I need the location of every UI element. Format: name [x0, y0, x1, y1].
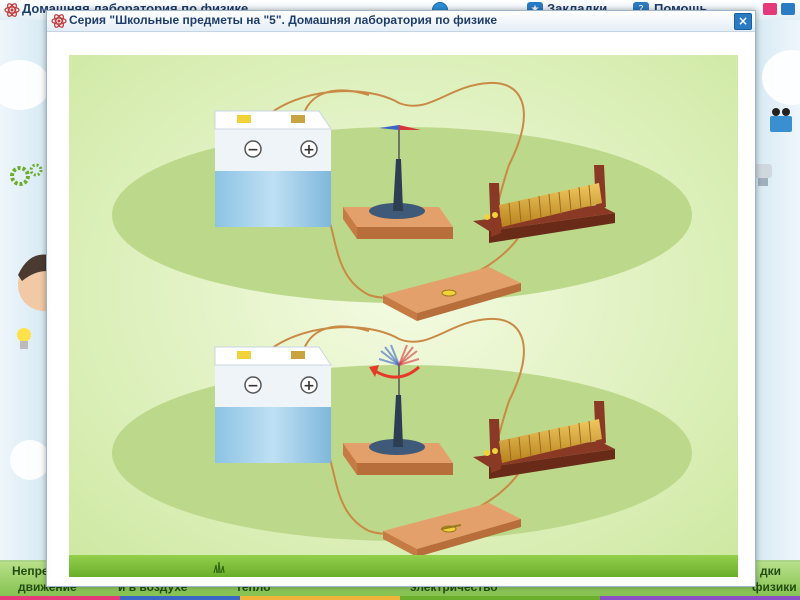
scene-open-circuit: − +: [112, 81, 692, 321]
battery: − +: [214, 346, 332, 463]
scene-closed-circuit: − +: [112, 317, 692, 557]
switch-closed: [383, 503, 521, 557]
color-stripe: [400, 596, 600, 600]
tab-motion-line1[interactable]: Непре: [12, 564, 49, 578]
cloud-decoration: [762, 50, 800, 105]
rheostat: [473, 165, 615, 243]
compass-needle-deflecting: [369, 344, 421, 379]
tab-physics[interactable]: физики: [752, 580, 797, 594]
compass-stand: [343, 125, 453, 239]
background-close-button[interactable]: [781, 3, 795, 15]
lab-dialog: Серия "Школьные предметы на "5". Домашня…: [46, 10, 756, 587]
rotation-arrow: [374, 365, 421, 379]
color-stripe: [120, 596, 240, 600]
dialog-bottom-bar: [69, 555, 738, 577]
dialog-title-bar: Серия "Школьные предметы на "5". Домашня…: [47, 11, 755, 32]
battery-minus-label: −: [247, 378, 259, 394]
cloud-decoration: [0, 60, 50, 110]
atom-icon: [4, 3, 20, 17]
dialog-close-button[interactable]: ×: [734, 13, 752, 30]
color-stripe: [0, 596, 120, 600]
minimize-button[interactable]: [763, 3, 777, 15]
background-left-panel: [0, 20, 50, 560]
cloud-decoration: [10, 440, 50, 480]
rheostat: [473, 401, 615, 479]
battery-plus-label: +: [303, 378, 315, 394]
dialog-body: − +: [51, 33, 751, 582]
color-stripe: [240, 596, 400, 600]
boy-character-icon: [17, 254, 48, 349]
grass-icon: [213, 561, 225, 573]
compass-needle: [379, 125, 421, 130]
battery: − +: [214, 110, 332, 227]
tv-robot-icon: [770, 108, 792, 132]
atom-icon: [51, 14, 67, 28]
battery-plus-label: +: [303, 142, 315, 158]
robot-icon: [754, 164, 772, 186]
tab-physics-line1[interactable]: дки: [760, 564, 781, 578]
compass-stand: [343, 365, 453, 475]
dialog-title: Серия "Школьные предметы на "5". Домашня…: [69, 13, 498, 27]
experiment-canvas: − +: [69, 55, 738, 577]
switch-open: [383, 267, 521, 321]
battery-minus-label: −: [247, 142, 259, 158]
background-right-panel: [752, 20, 800, 560]
color-stripe: [600, 596, 800, 600]
gear-icon: [10, 163, 43, 186]
